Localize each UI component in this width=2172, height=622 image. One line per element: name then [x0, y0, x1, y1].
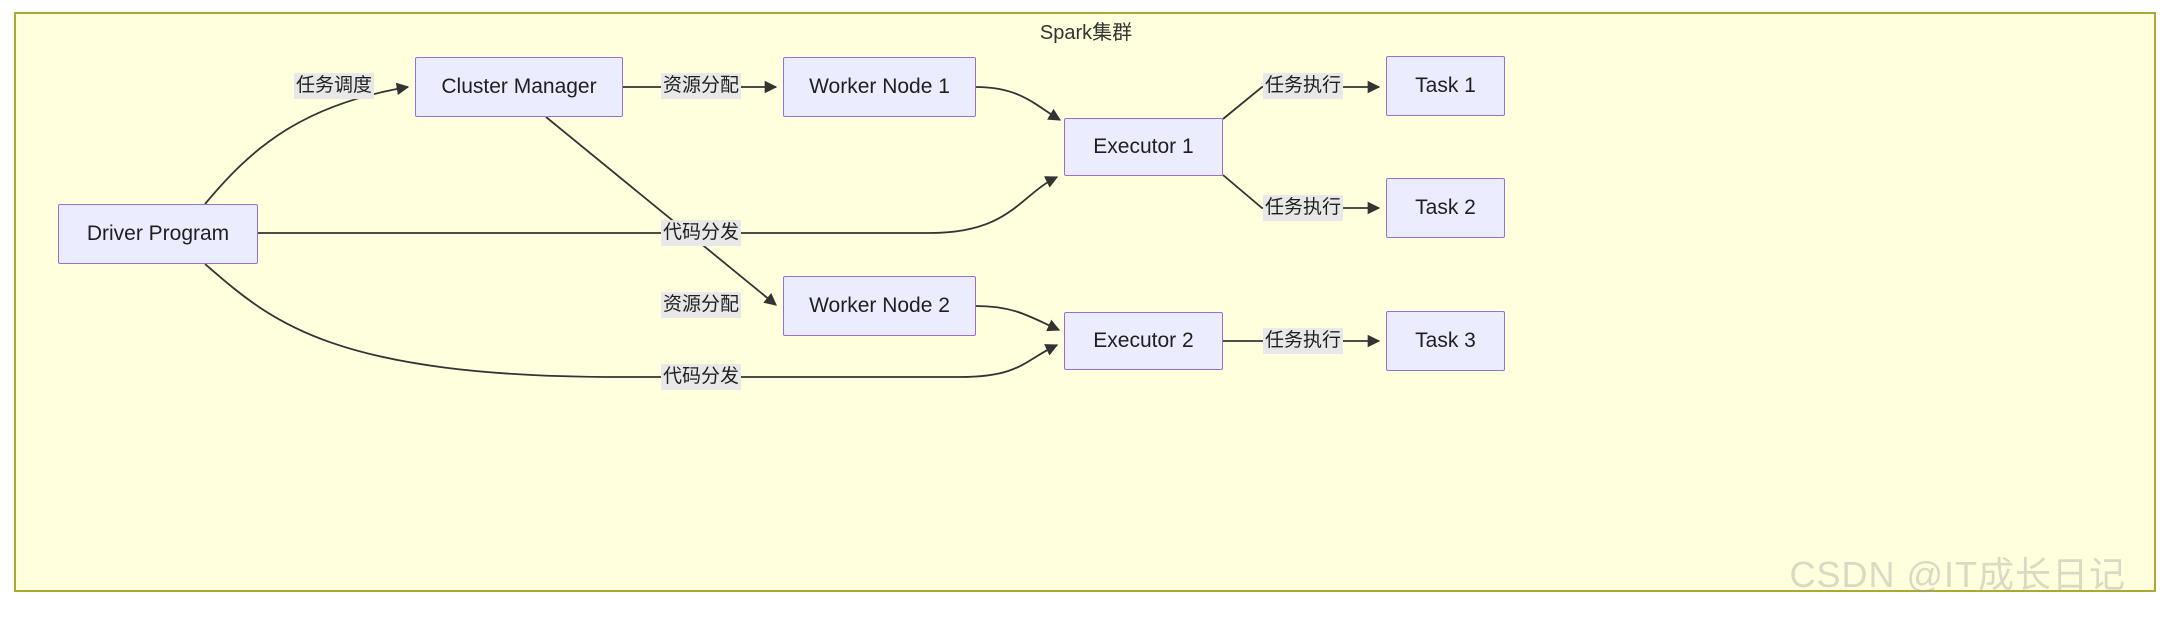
node-label: Worker Node 2	[809, 294, 950, 317]
node-label: Task 1	[1415, 74, 1476, 97]
edge-label-resource-allocation-worker2: 资源分配	[660, 292, 742, 318]
spark-cluster-subgraph	[14, 12, 2156, 592]
node-task-1[interactable]: Task 1	[1386, 56, 1505, 116]
node-worker-node-2[interactable]: Worker Node 2	[783, 276, 976, 336]
edge-label-task-execution-task1: 任务执行	[1262, 73, 1344, 99]
node-label: Task 3	[1415, 329, 1476, 352]
edge-label-task-execution-task3: 任务执行	[1262, 328, 1344, 354]
csdn-watermark: CSDN @IT成长日记	[1789, 554, 2126, 595]
node-driver-program[interactable]: Driver Program	[58, 204, 258, 264]
node-label: Executor 1	[1093, 135, 1194, 158]
edge-label-code-distribution-executor2: 代码分发	[660, 364, 742, 390]
node-executor-1[interactable]: Executor 1	[1064, 118, 1223, 176]
node-label: Worker Node 1	[809, 75, 950, 98]
node-label: Cluster Manager	[441, 75, 597, 98]
node-task-2[interactable]: Task 2	[1386, 178, 1505, 238]
node-task-3[interactable]: Task 3	[1386, 311, 1505, 371]
node-worker-node-1[interactable]: Worker Node 1	[783, 57, 976, 117]
edge-label-code-distribution-executor1: 代码分发	[660, 220, 742, 246]
node-label: Task 2	[1415, 196, 1476, 219]
edge-label-task-execution-task2: 任务执行	[1262, 195, 1344, 221]
node-executor-2[interactable]: Executor 2	[1064, 312, 1223, 370]
edge-label-task-scheduling: 任务调度	[293, 73, 375, 99]
node-label: Driver Program	[86, 222, 230, 245]
cluster-title: Spark集群	[1039, 22, 1133, 44]
node-label: Executor 2	[1093, 329, 1194, 352]
node-cluster-manager[interactable]: Cluster Manager	[415, 57, 623, 117]
edge-label-resource-allocation-worker1: 资源分配	[660, 73, 742, 99]
